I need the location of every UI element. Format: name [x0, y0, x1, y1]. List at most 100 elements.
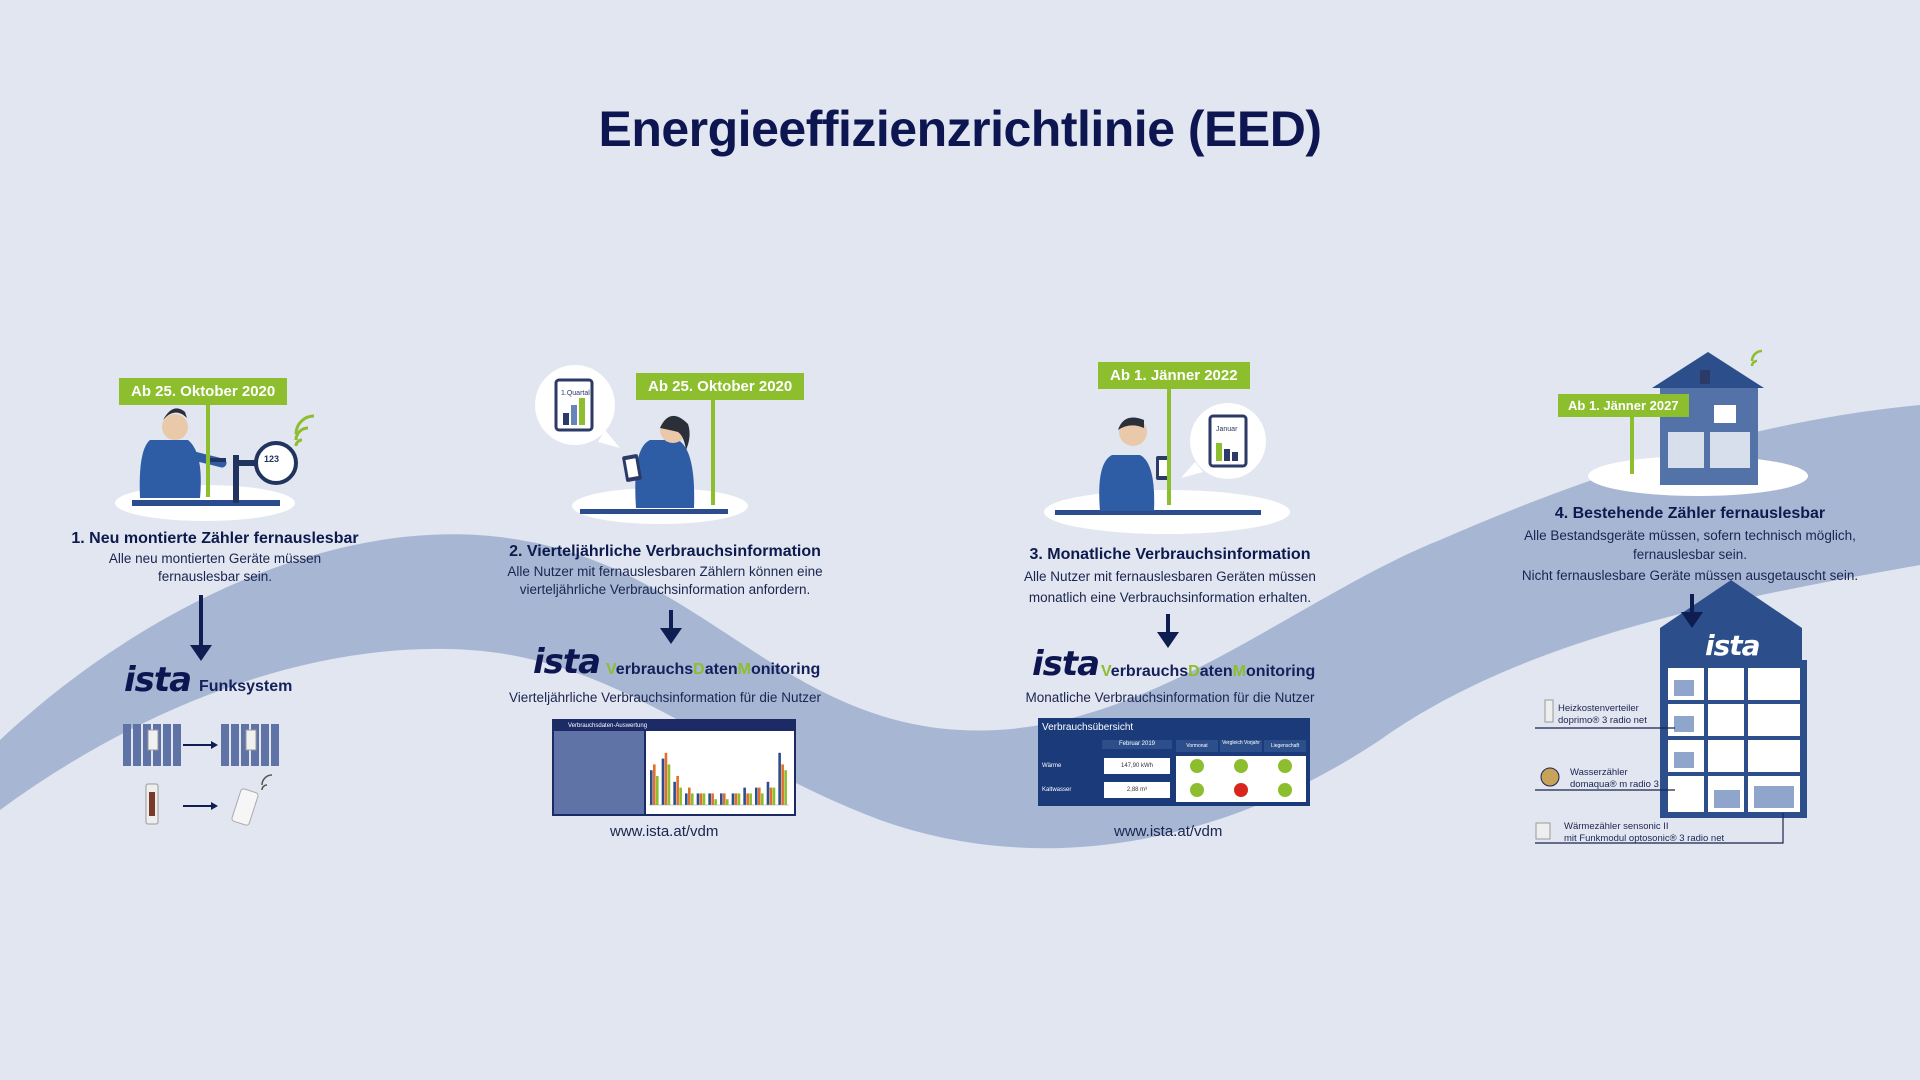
bubble-label-januar: Januar	[1216, 426, 1238, 433]
vdm-logo-3: VerbrauchsDatenMonitoring	[1101, 663, 1315, 681]
compare-header: Vormonat	[1176, 740, 1218, 752]
report-col-header: Februar 2019	[1102, 740, 1172, 749]
report-row-label: Kaltwasser	[1042, 782, 1100, 798]
step-3-heading: 3. Monatliche Verbrauchsinformation	[1029, 546, 1311, 563]
chart-bar	[708, 793, 711, 805]
report-row-value: 147,90 kWh	[1104, 758, 1170, 774]
chart-bar	[761, 793, 764, 805]
ista-logo-4: ista	[1705, 629, 1761, 662]
step-3-url[interactable]: www.ista.at/vdm	[1114, 823, 1223, 840]
report-row-value: 2,88 m³	[1104, 782, 1170, 798]
step-4-desc-line-2: fernauslesbar sein.	[1632, 547, 1748, 562]
vdm-part: onitoring	[1245, 663, 1316, 680]
ista-logo-3: ista	[1032, 644, 1100, 684]
status-bad-icon	[1234, 783, 1248, 797]
chart-bar	[653, 764, 656, 805]
chart-bar	[656, 776, 659, 805]
chart-bar	[758, 787, 761, 805]
chart-bar	[723, 793, 726, 805]
step-2-url[interactable]: www.ista.at/vdm	[610, 823, 719, 840]
dashboard-header: Verbrauchsdaten-Auswertung	[554, 721, 794, 731]
ista-logo-2: ista	[533, 642, 601, 682]
device-1-name: Heizkostenverteiler	[1558, 703, 1639, 714]
chart-bar	[746, 793, 749, 805]
step-2-down-arrow	[660, 610, 682, 644]
status-good-icon	[1234, 759, 1248, 773]
chart-bar	[691, 793, 694, 805]
status-good-icon	[1190, 783, 1204, 797]
vdm-part: V	[606, 661, 616, 678]
chart-bar	[755, 787, 758, 805]
user-figure-2	[535, 365, 728, 514]
step-2-desc-line-1: Alle Nutzer mit fernauslesbaren Zählern …	[507, 564, 823, 579]
dashboard-screenshot: Verbrauchsdaten-Auswertung	[552, 719, 796, 816]
chart-bar	[772, 787, 776, 805]
step-4-down-arrow	[1681, 594, 1703, 628]
vdm-part: D	[693, 661, 705, 678]
chart-bar	[664, 752, 668, 805]
vdm-part: onitoring	[750, 661, 821, 678]
device-3-model: mit Funkmodul optosonic® 3 radio net	[1564, 833, 1725, 844]
status-good-icon	[1190, 759, 1204, 773]
chart-bar	[726, 799, 729, 805]
date-tag-1: Ab 25. Oktober 2020	[119, 378, 288, 405]
step-1-heading: 1. Neu montierte Zähler fernauslesbar	[71, 530, 359, 547]
vdm-part: V	[1101, 663, 1111, 680]
chart-bar	[743, 787, 746, 805]
chart-bar	[702, 793, 706, 805]
chart-bar	[734, 793, 738, 805]
user-figure-3	[1055, 403, 1266, 515]
date-tag-4: Ab 1. Jänner 2027	[1558, 394, 1689, 417]
date-tag-2: Ab 25. Oktober 2020	[636, 373, 805, 400]
date-tag-3: Ab 1. Jänner 2022	[1098, 362, 1250, 389]
chart-bar	[720, 793, 723, 805]
device-2-model: domaqua® m radio 3	[1570, 779, 1659, 790]
vdm-part: erbrauchs	[1110, 663, 1189, 680]
vdm-part: aten	[704, 661, 738, 678]
step-4-desc-line-3: Nicht fernauslesbare Geräte müssen ausge…	[1521, 568, 1859, 583]
step-1-desc-line-1: Alle neu montierten Geräte müssen	[108, 551, 322, 566]
wifi-icon	[294, 414, 315, 447]
chart-bar	[737, 793, 741, 805]
compare-header: Vergleich Vorjahr	[1220, 740, 1262, 752]
step-3-down-arrow	[1157, 614, 1179, 648]
vdm-part: M	[737, 661, 751, 678]
step-3-caption: Monatliche Verbrauchsinformation für die…	[1025, 690, 1315, 705]
vdm-part: aten	[1199, 663, 1233, 680]
chart-bar	[781, 764, 784, 805]
dashboard-sidebar	[554, 731, 644, 814]
chart-bar	[688, 787, 691, 805]
device-1-model: doprimo® 3 radio net	[1558, 715, 1647, 726]
funksystem-devices	[123, 724, 279, 826]
step-3-desc-line-1: Alle Nutzer mit fernauslesbaren Geräten …	[1024, 569, 1316, 584]
vdm-part: D	[1188, 663, 1200, 680]
dashboard-main	[646, 731, 794, 814]
chart-bar	[673, 781, 676, 805]
chart-bar	[685, 793, 688, 805]
vdm-part: erbrauchs	[615, 661, 694, 678]
ista-logo-1: ista	[124, 660, 192, 700]
tag-stem-2	[711, 400, 715, 505]
device-2-name: Wasserzähler	[1570, 767, 1628, 778]
report-screenshot: Verbrauchsübersicht Februar 2019 Wärme 1…	[1038, 718, 1310, 806]
chart-bar	[769, 787, 773, 805]
chart-bar	[778, 752, 781, 805]
status-good-icon	[1278, 783, 1292, 797]
step-4-heading: 4. Bestehende Zähler fernauslesbar	[1554, 505, 1826, 522]
step-4-desc-line-1: Alle Bestandsgeräte müssen, sofern techn…	[1524, 528, 1856, 543]
step-2-caption: Vierteljährliche Verbrauchsinformation f…	[509, 690, 821, 705]
chart-bar	[766, 781, 770, 805]
status-good-icon	[1278, 759, 1292, 773]
device-3-name: Wärmezähler sensonic II	[1564, 821, 1669, 832]
vdm-logo-2: VerbrauchsDatenMonitoring	[606, 661, 820, 679]
step-3-desc-line-2: monatlich eine Verbrauchsinformation erh…	[1028, 590, 1312, 605]
chart-bar	[714, 799, 717, 805]
page-title: Energieeffizienzrichtlinie (EED)	[598, 101, 1322, 157]
chart-bar	[711, 793, 714, 805]
chart-bar	[784, 770, 787, 805]
compare-header: Liegenschaft	[1264, 740, 1306, 752]
